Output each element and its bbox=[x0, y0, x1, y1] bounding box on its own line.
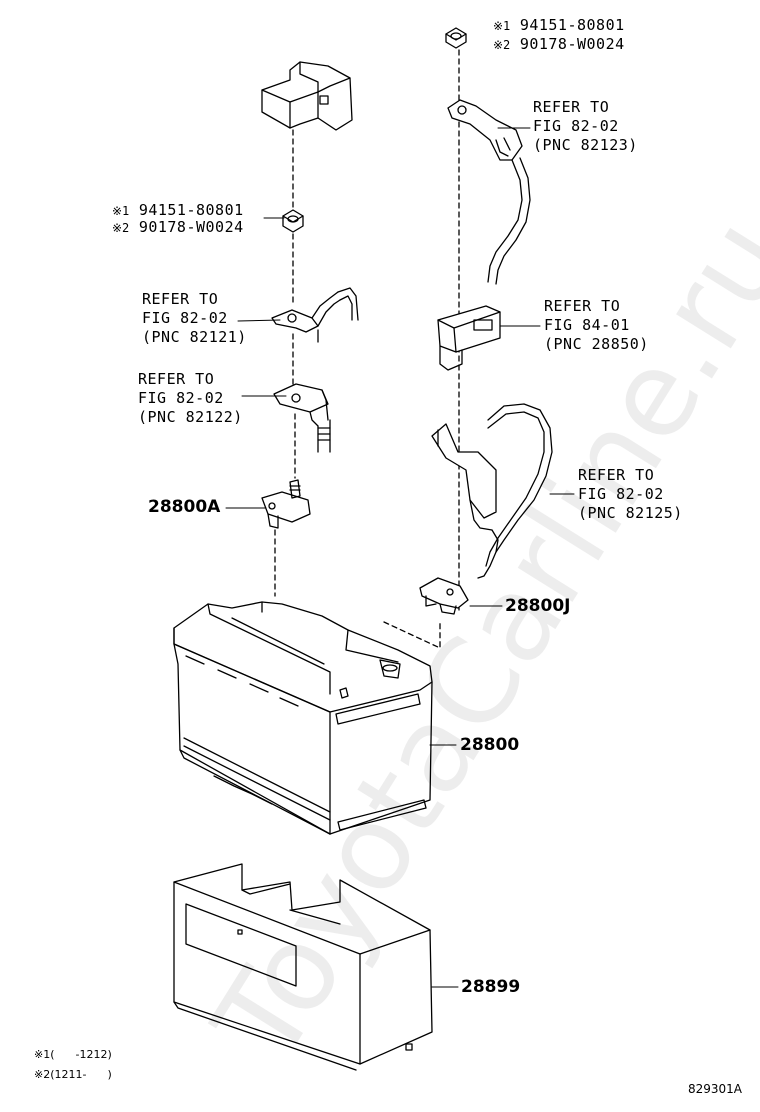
nut-right-callout-1: ※1 94151-80801 bbox=[493, 16, 625, 34]
ref-82121-line2: FIG 82-02 bbox=[142, 309, 228, 327]
nut-left bbox=[282, 209, 304, 233]
nut-left-part-1: 94151-80801 bbox=[138, 201, 244, 219]
nut-right bbox=[445, 27, 467, 49]
terminal-28800a bbox=[261, 479, 311, 529]
ref-82123-line3: (PNC 82123) bbox=[533, 136, 638, 154]
ref-28850-line3: (PNC 28850) bbox=[544, 335, 649, 353]
sensor-28850 bbox=[437, 305, 501, 371]
part-28800j: 28800J bbox=[505, 596, 571, 616]
tray-28899 bbox=[173, 863, 433, 1071]
nut-left-callout-2: ※2 90178-W0024 bbox=[112, 218, 244, 236]
terminal-28800j bbox=[419, 577, 469, 615]
nut-right-part-1: 94151-80801 bbox=[519, 16, 625, 34]
footnote-2: ※2(1211- ) bbox=[34, 1068, 112, 1081]
ref-82121-line1: REFER TO bbox=[142, 290, 219, 308]
cable-82121 bbox=[271, 287, 359, 343]
nut-left-callout-1: ※1 94151-80801 bbox=[112, 201, 244, 219]
ref-82121-line3: (PNC 82121) bbox=[142, 328, 247, 346]
ref-82123-line1: REFER TO bbox=[533, 98, 610, 116]
figure-code: 829301A bbox=[688, 1082, 743, 1096]
battery-28800 bbox=[173, 601, 433, 835]
nut-right-part-2: 90178-W0024 bbox=[519, 35, 625, 53]
part-28800: 28800 bbox=[460, 735, 520, 755]
nut-left-part-2: 90178-W0024 bbox=[138, 218, 244, 236]
ref-28850-line2: FIG 84-01 bbox=[544, 316, 630, 334]
ref-82123-line2: FIG 82-02 bbox=[533, 117, 619, 135]
footnote-1: ※1( -1212) bbox=[34, 1048, 112, 1061]
part-28899: 28899 bbox=[461, 977, 521, 997]
terminal-cover bbox=[261, 61, 353, 131]
ref-82122-line3: (PNC 82122) bbox=[138, 408, 243, 426]
ref-28850-line1: REFER TO bbox=[544, 297, 621, 315]
cable-82125 bbox=[431, 403, 553, 579]
part-28800a: 28800A bbox=[148, 497, 221, 517]
nut-right-callout-2: ※2 90178-W0024 bbox=[493, 35, 625, 53]
ref-82122-line2: FIG 82-02 bbox=[138, 389, 224, 407]
ref-82125-line1: REFER TO bbox=[578, 466, 655, 484]
ref-82125-line3: (PNC 82125) bbox=[578, 504, 683, 522]
ref-82125-line2: FIG 82-02 bbox=[578, 485, 664, 503]
cable-82123 bbox=[447, 99, 531, 285]
leader-lines bbox=[225, 127, 575, 988]
ref-82122-line1: REFER TO bbox=[138, 370, 215, 388]
cable-82122 bbox=[273, 383, 331, 453]
